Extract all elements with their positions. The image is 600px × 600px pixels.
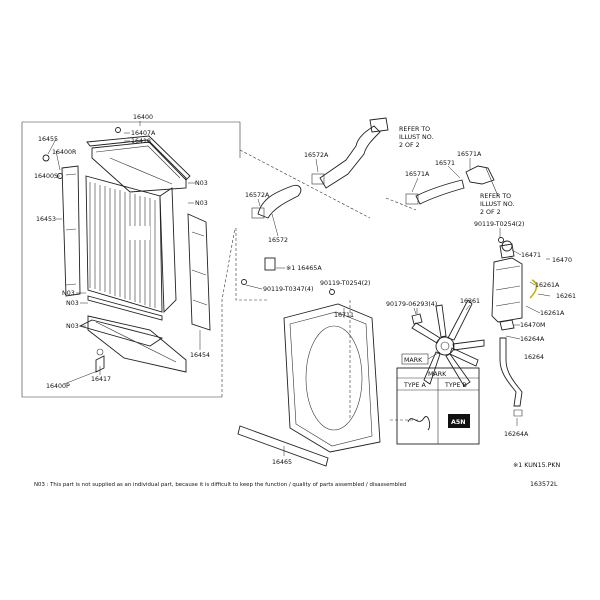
radiator-side-tank — [159, 187, 177, 314]
label-16470M: 16470M — [520, 322, 545, 329]
clip-16465A — [264, 257, 276, 271]
hose-16572-upper — [311, 117, 389, 189]
footnote: N03 : This part is not supplied as an in… — [34, 482, 406, 488]
group-frame-dash-b — [221, 227, 236, 397]
label-16465A: ※1 16465A — [286, 265, 322, 272]
label-16454: 16454 — [190, 352, 210, 359]
lower-gasket-b — [78, 319, 164, 347]
label-16400S: 16400S — [34, 173, 58, 180]
label-16400: 16400 — [133, 114, 153, 121]
label-n03-c: N03 — [62, 290, 75, 297]
hose-16261 — [529, 279, 538, 299]
label-16571: 16571 — [435, 160, 455, 167]
label-16261: 16261 — [556, 293, 576, 300]
label-16572: 16572 — [268, 237, 288, 244]
label-90119-T0347: 90119-T0347(4) — [263, 286, 314, 293]
hose-16571A — [465, 165, 499, 197]
label-16400P: 16400P — [46, 383, 70, 390]
label-16455: 16455 — [38, 136, 58, 143]
refer-b-line2: ILLUST NO. — [480, 201, 514, 208]
label-16418: 16418 — [131, 138, 151, 145]
label-16711: 16711 — [334, 312, 354, 319]
label-mark-tag: MARK — [404, 357, 423, 364]
label-type-b-symbol: A5N — [451, 419, 466, 426]
label-16407A: 16407A — [131, 130, 156, 137]
radiator-lower-tank — [87, 315, 187, 373]
label-type-a: TYPE A — [403, 382, 426, 389]
label-n03-e: N03 — [66, 323, 79, 330]
mark-table — [396, 367, 480, 445]
reservoir-base — [499, 319, 515, 331]
bolt-90119-T0347 — [241, 279, 247, 285]
upper-gasket — [86, 135, 191, 181]
bar-16465 — [237, 425, 329, 467]
leader-lines — [47, 121, 551, 456]
label-16264A-b: 16264A — [504, 431, 529, 438]
label-90119-T0254-b: 90119-T0254(2) — [474, 221, 525, 228]
label-n03-b: N03 — [195, 200, 208, 207]
lower-gasket-a — [87, 295, 163, 321]
refer-b-line3: 2 OF 2 — [480, 209, 501, 216]
label-mark-table-title: MARK — [428, 371, 447, 378]
refer-a-line2: ILLUST NO. — [399, 134, 433, 141]
label-n03-d: N03 — [66, 300, 79, 307]
bolt-90119-T0254-a — [329, 289, 335, 295]
fan-bolts — [411, 308, 423, 325]
fan-shroud — [283, 303, 381, 453]
label-90179-06293: 90179-06293(4) — [386, 301, 437, 308]
label-16471: 16471 — [521, 252, 541, 259]
label-16264A-a: 16264A — [520, 336, 545, 343]
mark-tag — [401, 351, 441, 365]
label-16572A-mid: 16572A — [245, 192, 270, 199]
cap-16455 — [42, 154, 50, 162]
label-kun15: ※1 KUN15.PKN — [513, 462, 561, 469]
label-16264: 16264 — [524, 354, 544, 361]
refer-b-line1: REFER TO — [480, 193, 511, 200]
group-frame-dash — [239, 149, 371, 219]
label-16572A-top: 16572A — [304, 152, 329, 159]
hose-16572-lower — [251, 184, 302, 219]
label-type-b: TYPE B — [444, 382, 467, 389]
label-16571A-top: 16571A — [457, 151, 482, 158]
radiator-right-bracket — [187, 213, 211, 331]
reservoir-tank — [491, 240, 523, 323]
plug-16407A — [115, 127, 121, 133]
type-a-symbol — [407, 416, 431, 431]
label-16417: 16417 — [91, 376, 111, 383]
label-16465: 16465 — [272, 459, 292, 466]
radiator-left-bracket — [61, 165, 81, 297]
label-16571A-mid: 16571A — [405, 171, 430, 178]
refer-a-line3: 2 OF 2 — [399, 142, 420, 149]
assembly-line-b — [385, 197, 417, 211]
radiator-upper-tank — [91, 141, 187, 193]
label-16470: 16470 — [552, 257, 572, 264]
drain-cock — [95, 348, 105, 373]
assembly-line-a — [235, 228, 268, 301]
label-90119-T0254-a: 90119-T0254(2) — [320, 280, 371, 287]
label-16400R: 16400R — [52, 149, 77, 156]
group-frame-left — [21, 122, 222, 398]
radiator-core — [85, 175, 163, 313]
label-16261A-b: 16261A — [540, 310, 565, 317]
label-16261A-a: 16261A — [535, 282, 560, 289]
overflow-hose-16264 — [499, 337, 523, 417]
bolt-90119-T0254-b — [498, 237, 504, 243]
group-frame-top — [22, 121, 241, 158]
type-b-symbol-box — [448, 414, 470, 428]
label-16361: 16361 — [460, 298, 480, 305]
diagram-id: 163572L — [530, 481, 558, 488]
label-16453: 16453 — [36, 216, 56, 223]
label-n03-a: N03 — [195, 180, 208, 187]
fan-16361 — [411, 299, 485, 387]
refer-a-line1: REFER TO — [399, 126, 430, 133]
hose-16571 — [405, 179, 465, 205]
